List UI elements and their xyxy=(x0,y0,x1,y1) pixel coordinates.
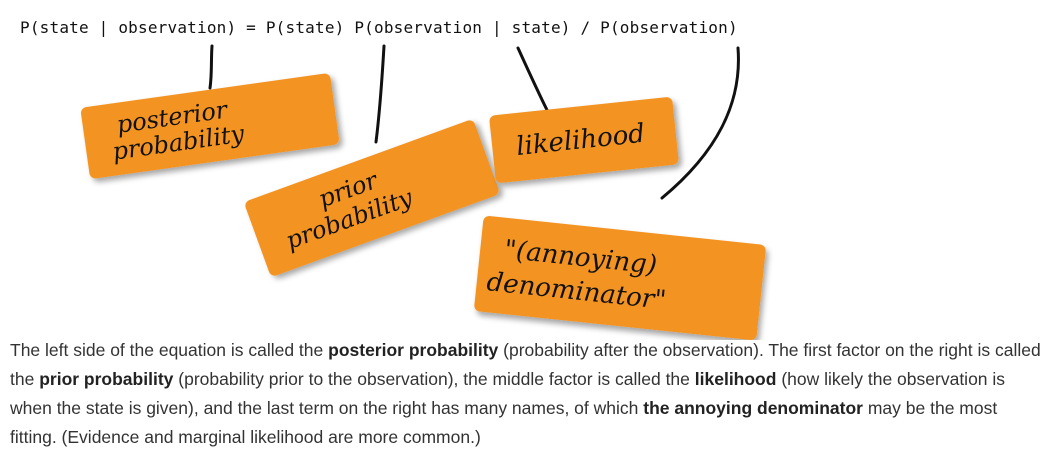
paragraph-text-3: (probability prior to the observation), … xyxy=(173,369,695,389)
explanation-paragraph: The left side of the equation is called … xyxy=(10,336,1046,452)
pointer-line-denominator xyxy=(660,46,740,200)
posterior-probability-note: posterior probability xyxy=(80,73,340,179)
pointer-line-likelihood xyxy=(516,46,550,114)
pointer-line-posterior xyxy=(208,44,214,90)
posterior-probability-term: posterior probability xyxy=(328,340,499,360)
prior-probability-note: prior probability xyxy=(245,120,499,276)
annoying-denominator-term: the annoying denominator xyxy=(643,398,863,418)
paragraph-text-5: may be the most fitting. (Evidence and m… xyxy=(10,398,998,447)
annoying-denominator-note: "(annoying) denominator" xyxy=(474,216,766,340)
pointer-line-prior xyxy=(374,44,386,144)
paragraph-text-2: (probability after the observation). The… xyxy=(10,340,1041,389)
bayes-equation: P(state | observation) = P(state) P(obse… xyxy=(20,18,738,37)
prior-probability-term: prior probability xyxy=(39,369,174,389)
likelihood-note: likelihood xyxy=(489,97,679,183)
annotated-sticky-notes-figure: posterior probability prior probability … xyxy=(80,44,766,340)
likelihood-term: likelihood xyxy=(694,369,777,389)
paragraph-text-4: (how likely the observation is when the … xyxy=(10,369,1006,418)
paragraph-text-1: The left side of the equation is called … xyxy=(10,340,329,360)
